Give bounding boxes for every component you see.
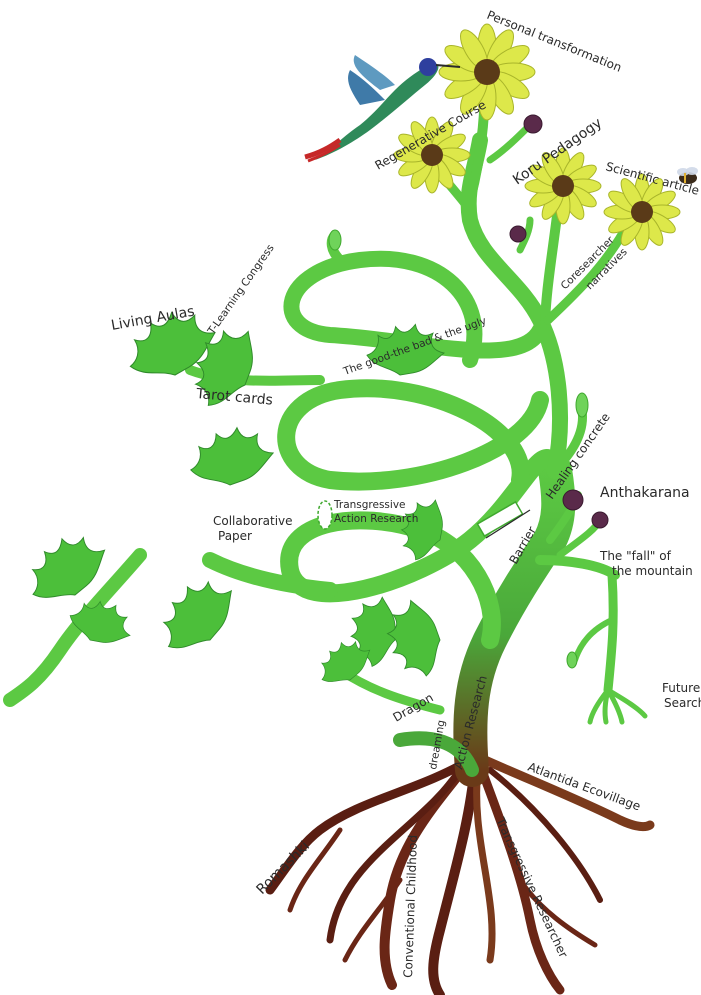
transgressive-marker xyxy=(318,501,332,529)
label-anthakarana: Anthakarana xyxy=(600,485,690,501)
label-the-mountain: the mountain xyxy=(612,564,693,578)
future-search-fork xyxy=(590,690,645,722)
label-search: Search xyxy=(664,696,701,710)
flower-personal-transformation xyxy=(439,24,535,120)
label-collaborative: Collaborative xyxy=(213,514,293,528)
label-future: Future xyxy=(662,681,700,695)
label-fall-of: The "fall" of xyxy=(599,549,672,563)
label-action-research-tar: Action Research xyxy=(334,513,418,525)
label-paper: Paper xyxy=(218,529,252,543)
label-tarot-cards: Tarot cards xyxy=(195,386,274,409)
label-transgressive: Transgressive xyxy=(333,499,406,511)
label-romashki: Romashki xyxy=(254,838,313,897)
label-t-learning-congress: T-Learning Congress xyxy=(205,242,277,337)
labels: Personal transformation Regenerative Cou… xyxy=(110,8,701,978)
